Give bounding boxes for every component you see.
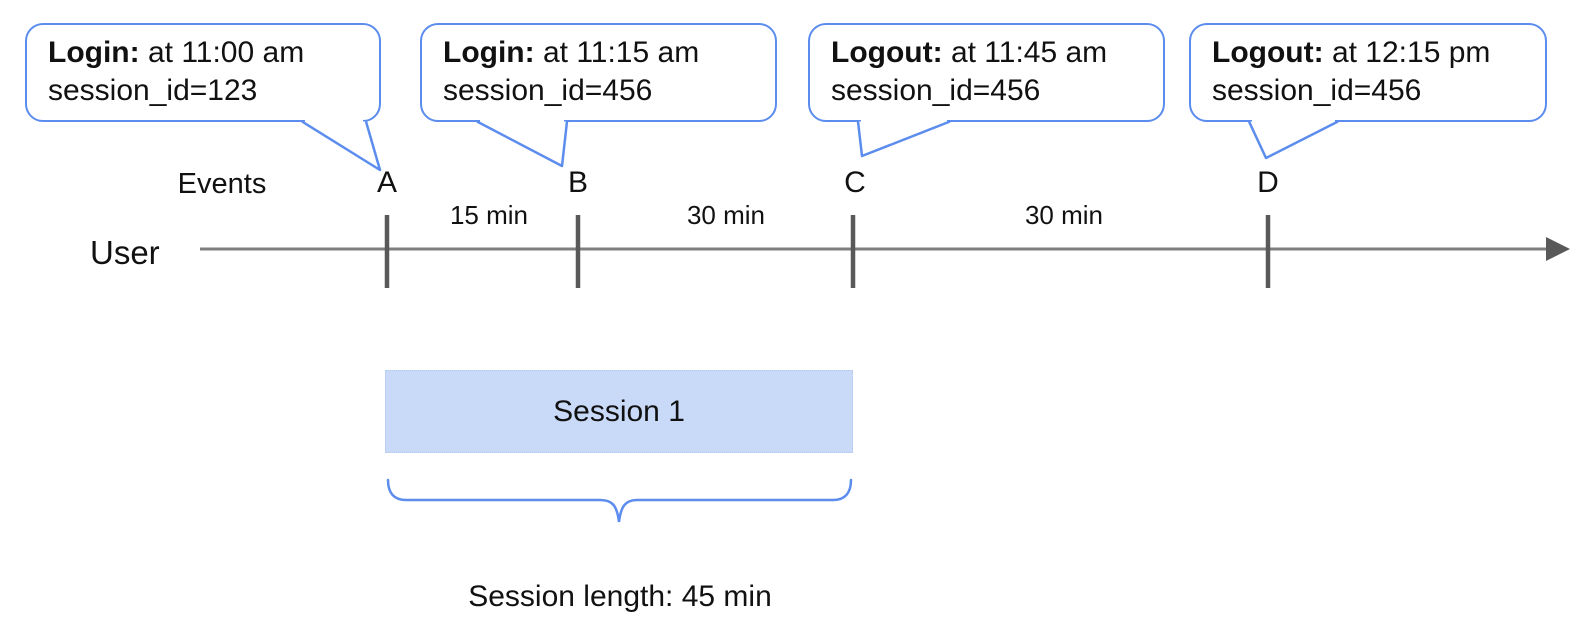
callout-login-b: Login: at 11:15 am session_id=456 [420, 23, 777, 122]
session-1-box: Session 1 [385, 370, 853, 453]
callout-logout-c: Logout: at 11:45 am session_id=456 [808, 23, 1165, 122]
callout-tail-b [476, 120, 569, 168]
callout-login-a-action: Login: [48, 36, 140, 69]
events-label: Events [177, 168, 267, 200]
callout-logout-c-session: session_id=456 [831, 74, 1041, 107]
callout-login-b-text: Login: at 11:15 am session_id=456 [422, 25, 775, 110]
callout-login-a-time: at 11:00 am [139, 36, 305, 69]
session-1-label: Session 1 [553, 394, 685, 428]
session-length-caption: Session length: 45 min [468, 580, 772, 613]
callout-tail-c [856, 120, 951, 158]
callout-login-a: Login: at 11:00 am session_id=123 [25, 23, 381, 122]
session-length-brace [386, 478, 853, 523]
callout-logout-c-time: at 11:45 am [942, 36, 1108, 69]
interval-b-c: 30 min [686, 200, 766, 230]
event-marker-b: B [567, 166, 589, 199]
callout-logout-c-action: Logout: [831, 36, 943, 69]
event-marker-a: A [376, 166, 398, 199]
callout-login-a-session: session_id=123 [48, 74, 258, 107]
callout-login-b-action: Login: [443, 36, 535, 69]
interval-a-b: 15 min [449, 200, 529, 230]
callout-logout-d: Logout: at 12:15 pm session_id=456 [1189, 23, 1547, 122]
event-marker-d: D [1257, 166, 1279, 199]
callout-logout-d-time: at 12:15 pm [1323, 36, 1491, 69]
callout-login-a-text: Login: at 11:00 am session_id=123 [27, 25, 379, 110]
callout-tail-d [1247, 120, 1339, 160]
callout-logout-d-text: Logout: at 12:15 pm session_id=456 [1191, 25, 1545, 110]
callout-logout-d-session: session_id=456 [1212, 74, 1422, 107]
timeline-arrowhead-icon [1546, 237, 1570, 261]
callout-tail-a [301, 120, 382, 172]
user-label: User [90, 234, 160, 271]
callout-login-b-session: session_id=456 [443, 74, 653, 107]
callout-logout-c-text: Logout: at 11:45 am session_id=456 [810, 25, 1163, 110]
callout-logout-d-action: Logout: [1212, 36, 1324, 69]
callout-login-b-time: at 11:15 am [534, 36, 700, 69]
event-marker-c: C [844, 166, 866, 199]
interval-c-d: 30 min [1024, 200, 1104, 230]
